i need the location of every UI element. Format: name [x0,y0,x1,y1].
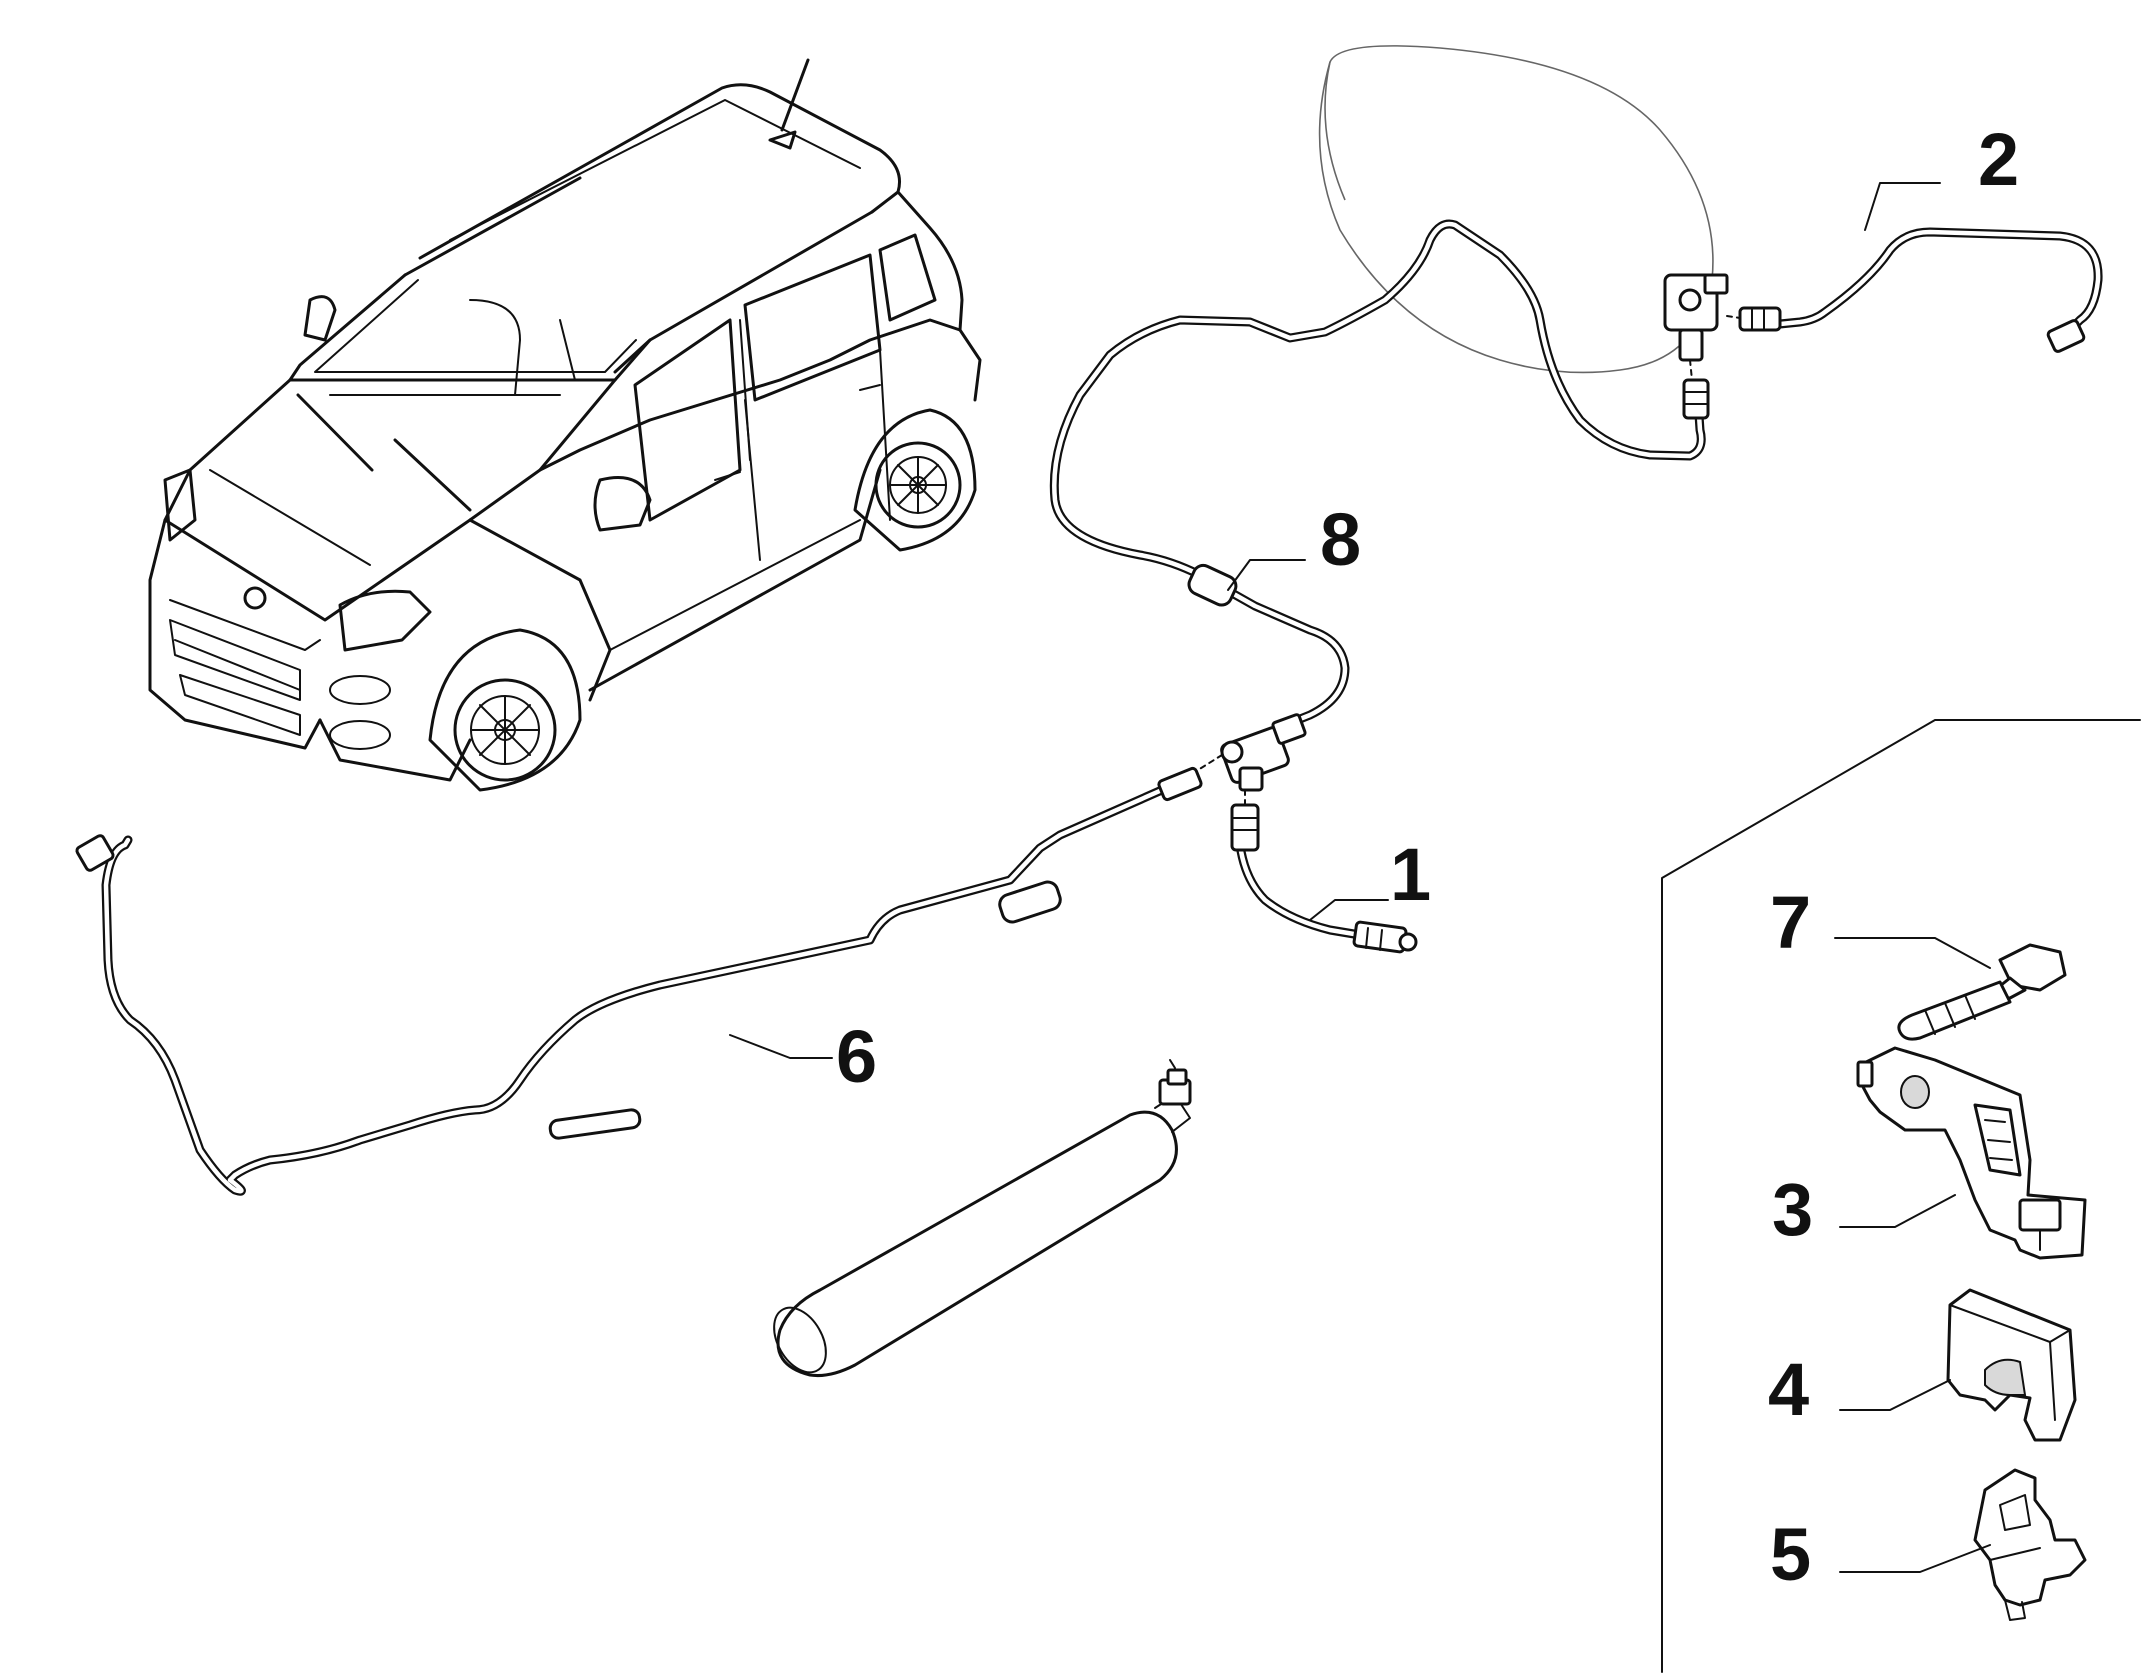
pipe-1-end-fitting [1352,920,1418,954]
callout-leaders [729,182,1991,1573]
tee-fitting [1157,713,1307,852]
callout-4: 4 [1768,1348,1809,1431]
detail-panel-frame [1661,719,2141,1673]
callout-labels: 1 2 3 4 5 6 7 8 [836,118,2019,1596]
part-7-bolt [1897,943,2067,1041]
pipe-1 [1235,840,1365,940]
callout-7: 7 [1770,881,1811,964]
callout-3: 3 [1772,1168,1813,1251]
car-illustration [148,58,982,792]
rear-tank-outline [1318,45,1714,374]
callout-6: 6 [836,1015,877,1098]
pipe-6 [75,777,1185,1196]
callout-5: 5 [1770,1513,1811,1596]
small-cylinder [773,1059,1192,1377]
part-3-bracket [1856,1046,2087,1260]
valve-top [1663,273,2086,420]
part-5-clip [1973,1468,2087,1621]
pipe-8 [1049,219,1706,730]
part-4-clip [1946,1288,2077,1442]
callout-1: 1 [1390,833,1431,916]
callout-2: 2 [1978,118,2019,201]
callout-8: 8 [1320,498,1361,581]
pipe-2 [1765,227,2103,335]
